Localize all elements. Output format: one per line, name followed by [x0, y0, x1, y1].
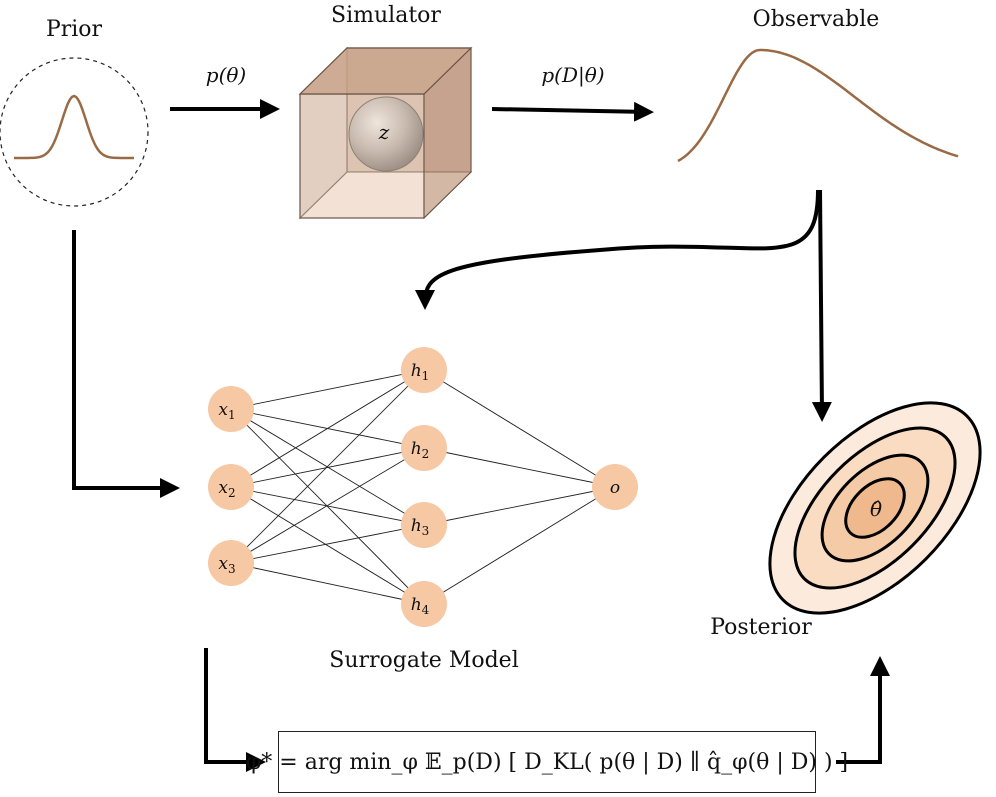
- network-nodes: x1 x2 x3 h1 h2 h3 h4 o: [208, 347, 638, 627]
- prior-circle: [0, 57, 149, 207]
- network-edges: [230, 369, 616, 605]
- edge-x1-h1: [230, 369, 425, 410]
- input-node-x1: x1: [208, 386, 254, 432]
- hidden-node-h2: h2: [401, 425, 447, 471]
- prior-label: Prior: [46, 17, 103, 42]
- edge-x1-h4: [230, 408, 425, 605]
- edge-x2-h1: [230, 369, 425, 488]
- arrow-simulator-to-observable: [491, 101, 654, 122]
- simulator-label: Simulator: [331, 3, 441, 28]
- edge-h4-o: [423, 486, 616, 605]
- hidden-node-h1: h1: [401, 347, 447, 393]
- latent-sphere: [348, 96, 424, 172]
- observable-label: Observable: [753, 7, 880, 32]
- p-theta-label: p(θ): [206, 63, 246, 87]
- edge-x3-h1: [230, 369, 425, 564]
- edge-x2-h4: [230, 486, 425, 605]
- observable-curve: [677, 48, 959, 163]
- edge-x2-h2: [230, 447, 425, 488]
- simulator-cube: [298, 46, 473, 220]
- theta-hat-label: θ̂: [870, 497, 882, 521]
- input-node-x2: x2: [208, 464, 254, 510]
- posterior-label: Posterior: [710, 615, 812, 640]
- output-node-o-label: o: [610, 478, 620, 498]
- arrow-observable-to-posterior: [811, 189, 832, 422]
- hidden-node-h3: h3: [401, 502, 447, 548]
- edge-x3-h3: [230, 524, 425, 564]
- arrow-surrogate-to-objective: [204, 648, 266, 772]
- prior-curve: [14, 94, 134, 160]
- edge-h1-o: [423, 369, 616, 488]
- surrogate-label: Surrogate Model: [329, 648, 518, 673]
- latent-label: z: [378, 120, 390, 144]
- p-D-theta-label: p(D|θ): [541, 63, 604, 88]
- input-node-x3: x3: [208, 540, 254, 586]
- output-node-o: o: [592, 464, 638, 510]
- objective-formula: φ* = arg min_φ 𝔼_p(D) [ D_KL( p(θ | D) ∥…: [246, 731, 848, 793]
- edge-x3-h2: [230, 447, 425, 564]
- posterior-ellipses: [768, 401, 982, 615]
- arrow-objective-to-posterior: [836, 656, 890, 764]
- edge-x3-h4: [230, 562, 425, 605]
- edge-h3-o: [423, 486, 616, 526]
- arrow-prior-to-surrogate: [72, 230, 180, 498]
- edge-h2-o: [423, 447, 616, 488]
- posterior-contour-inner: [844, 477, 906, 539]
- arrow-observable-to-surrogate: [415, 189, 820, 310]
- hidden-node-h4: h4: [401, 581, 447, 627]
